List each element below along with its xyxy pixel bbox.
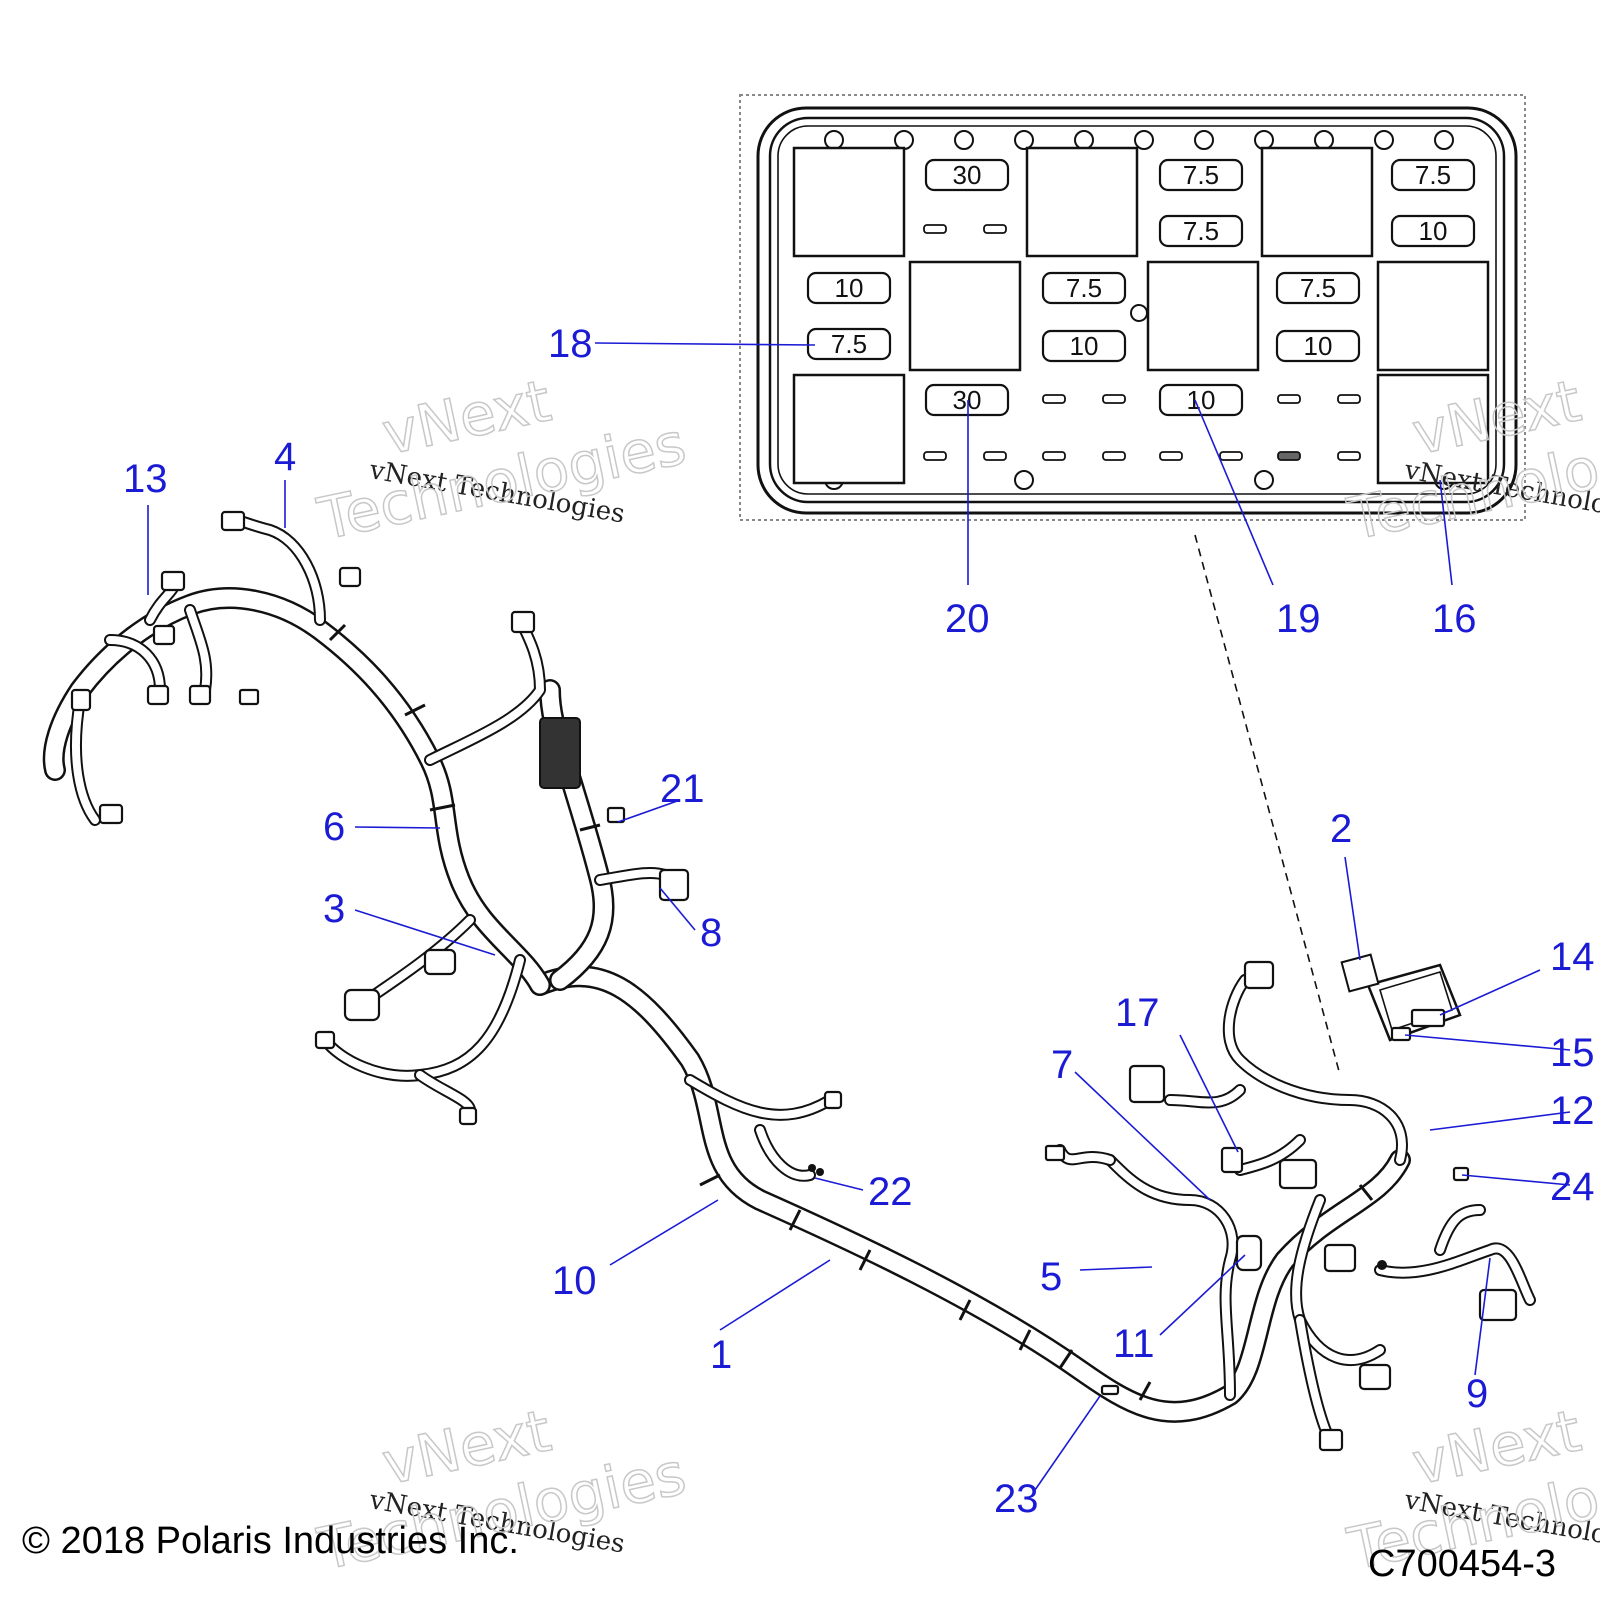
callout-13: 13 — [123, 457, 168, 501]
callout-22: 22 — [868, 1170, 913, 1214]
fuse-10-d — [1275, 329, 1361, 363]
fuse-label — [1340, 953, 1380, 993]
fuse-rating: 7.5 — [1066, 273, 1102, 303]
callout-19: 19 — [1276, 597, 1321, 641]
callout-1: 1 — [710, 1333, 732, 1377]
callout-labels: 1 2 3 4 5 6 7 8 9 10 11 12 13 14 15 16 1… — [123, 322, 1595, 1521]
fuses — [806, 158, 1476, 417]
callout-15: 15 — [1550, 1031, 1595, 1075]
fuse-7-5-a — [1158, 158, 1244, 192]
fuse-rating: 10 — [1304, 331, 1333, 361]
drawing-number: C700454-3 — [1368, 1543, 1556, 1585]
fuse-7-5-e — [1275, 271, 1361, 305]
fuse-box-detail: 30 7.5 7.5 7.5 10 10 7.5 7.5 7.5 10 10 1… — [739, 94, 1526, 521]
callout-20: 20 — [945, 597, 990, 641]
fuse-10-b — [806, 271, 892, 305]
fuse-rating: 7.5 — [1300, 273, 1336, 303]
fuse-30-bottom — [924, 383, 1010, 417]
fuse-10-a — [1390, 214, 1476, 248]
empty-fuse-slots — [923, 224, 1361, 461]
fuse-ratings: 30 7.5 7.5 7.5 10 10 7.5 7.5 7.5 10 10 1… — [831, 160, 1451, 415]
callout-23: 23 — [994, 1477, 1039, 1521]
fuse-rating: 10 — [1187, 385, 1216, 415]
fuse-rating: 10 — [1070, 331, 1099, 361]
callout-6: 6 — [323, 805, 345, 849]
callout-11: 11 — [1113, 1322, 1155, 1366]
callout-5: 5 — [1040, 1255, 1062, 1299]
callout-3: 3 — [323, 887, 345, 931]
callout-9: 9 — [1466, 1372, 1488, 1416]
callout-7: 7 — [1051, 1043, 1073, 1087]
fuse-rating: 30 — [953, 385, 982, 415]
fuse-rating: 7.5 — [1415, 160, 1451, 190]
fuse-7-5-b — [1390, 158, 1476, 192]
fuse-rating: 7.5 — [831, 329, 867, 359]
fuse-rating: 7.5 — [1183, 216, 1219, 246]
main-harness — [42, 514, 1536, 1446]
callout-14: 14 — [1550, 935, 1595, 979]
callout-10: 10 — [552, 1259, 597, 1303]
connectors — [70, 510, 1518, 1452]
fuse-7-5-d — [1041, 271, 1127, 305]
watermark-outline: vNext Technologies — [311, 366, 692, 555]
fuse-7-5-f — [806, 327, 892, 361]
fuse-box-assembly — [1366, 963, 1462, 1042]
fuse-30-top — [924, 158, 1010, 192]
fuse-rating: 10 — [1419, 216, 1448, 246]
relay-slots — [792, 146, 1490, 485]
copyright-notice: © 2018 Polaris Industries Inc. — [22, 1520, 519, 1562]
watermarks: vNext Technologies vNext Technologies vN… — [311, 366, 1600, 1585]
callout-21: 21 — [660, 767, 705, 811]
harness-bands — [328, 623, 1374, 1401]
projection-line — [1194, 534, 1341, 1076]
callout-17: 17 — [1115, 991, 1160, 1035]
leader-lines — [147, 342, 1571, 1491]
fuse-10-c — [1041, 329, 1127, 363]
callout-12: 12 — [1550, 1089, 1595, 1133]
fuse-rating: 30 — [953, 160, 982, 190]
fuse-rating: 7.5 — [1183, 160, 1219, 190]
callout-18: 18 — [548, 322, 593, 366]
callout-16: 16 — [1432, 597, 1477, 641]
callout-4: 4 — [274, 435, 296, 479]
callout-2: 2 — [1330, 807, 1352, 851]
fuse-rating: 10 — [835, 273, 864, 303]
callout-8: 8 — [700, 911, 722, 955]
fuse-7-5-c — [1158, 214, 1244, 248]
callout-24: 24 — [1550, 1165, 1595, 1209]
